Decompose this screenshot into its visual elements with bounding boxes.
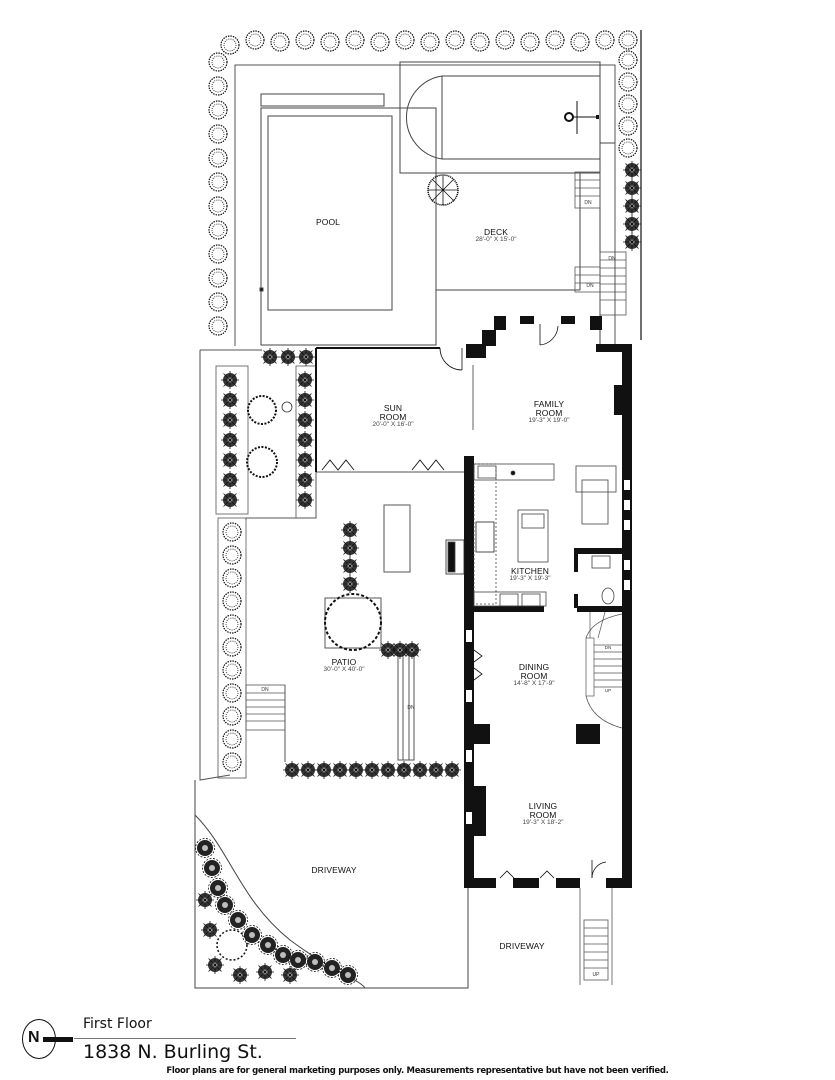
stair-dn-label: DN: [586, 283, 594, 289]
hedge-patio-left: [217, 517, 247, 779]
patio-stairs: [245, 684, 286, 731]
room-label-deck: DECK 28'-0" X 15'-0": [475, 227, 517, 243]
room-label-living-room: LIVING ROOM 19'-3" X 18'-2": [522, 801, 564, 826]
north-arrow-icon: N: [22, 1019, 73, 1059]
property-address: 1838 N. Burling St.: [83, 1041, 263, 1063]
stair-dn-label: DN: [584, 200, 592, 206]
floor-name: First Floor: [83, 1016, 152, 1032]
room-label-patio: PATIO 30'-0" X 40'-0": [323, 657, 365, 673]
deck: [399, 61, 615, 345]
north-arrow-bar: [43, 1037, 73, 1042]
stair-dn-label: DN: [605, 645, 612, 650]
room-label-family-room: FAMILY ROOM 19'-3" X 19'-0": [528, 399, 570, 424]
hedge-left: [208, 52, 228, 336]
house-walls: [464, 316, 632, 888]
room-label-sun-room: SUN ROOM 20'-0" X 16'-0": [372, 403, 414, 428]
stair-dn-label: DN: [407, 705, 415, 711]
patio-plantings: [324, 520, 422, 660]
doors: [473, 324, 607, 879]
room-label-dining-room: DINING ROOM 14'-8" X 17'-9": [513, 662, 555, 687]
yard-outline: [199, 64, 616, 781]
driveway: [194, 780, 469, 989]
tree-icon: [427, 174, 459, 206]
floor-plan: DN DN DN: [194, 30, 642, 989]
sun-room: [315, 347, 474, 472]
kitchen-fixtures: [445, 463, 617, 607]
planter-beds: [215, 347, 317, 519]
room-label-driveway: DRIVEWAY: [311, 865, 357, 875]
room-label-driveway-side: DRIVEWAY: [499, 941, 545, 951]
room-label-pool: POOL: [315, 217, 341, 227]
disclaimer: Floor plans are for general marketing pu…: [166, 1066, 669, 1076]
stair-up-label: UP: [605, 688, 611, 693]
windows: [466, 480, 630, 824]
patio: [245, 471, 465, 762]
stair-dn-label: DN: [608, 256, 616, 262]
hedge-right: [618, 50, 642, 252]
front-stairs: [579, 888, 613, 985]
room-label-kitchen: KITCHEN 19'-3" X 19'-3": [509, 566, 551, 582]
title-divider: [74, 1038, 296, 1039]
deck-stairs: [574, 171, 627, 316]
stair-dn-label: DN: [261, 687, 269, 693]
pool: [259, 93, 437, 346]
hedge-top: [220, 30, 638, 55]
main-staircase: [585, 611, 623, 729]
hedge-patio-bottom: [282, 760, 462, 780]
driveway-plantings: [195, 838, 358, 985]
stair-up-label: UP: [593, 972, 601, 978]
basketball-hoop-icon: [564, 101, 599, 134]
